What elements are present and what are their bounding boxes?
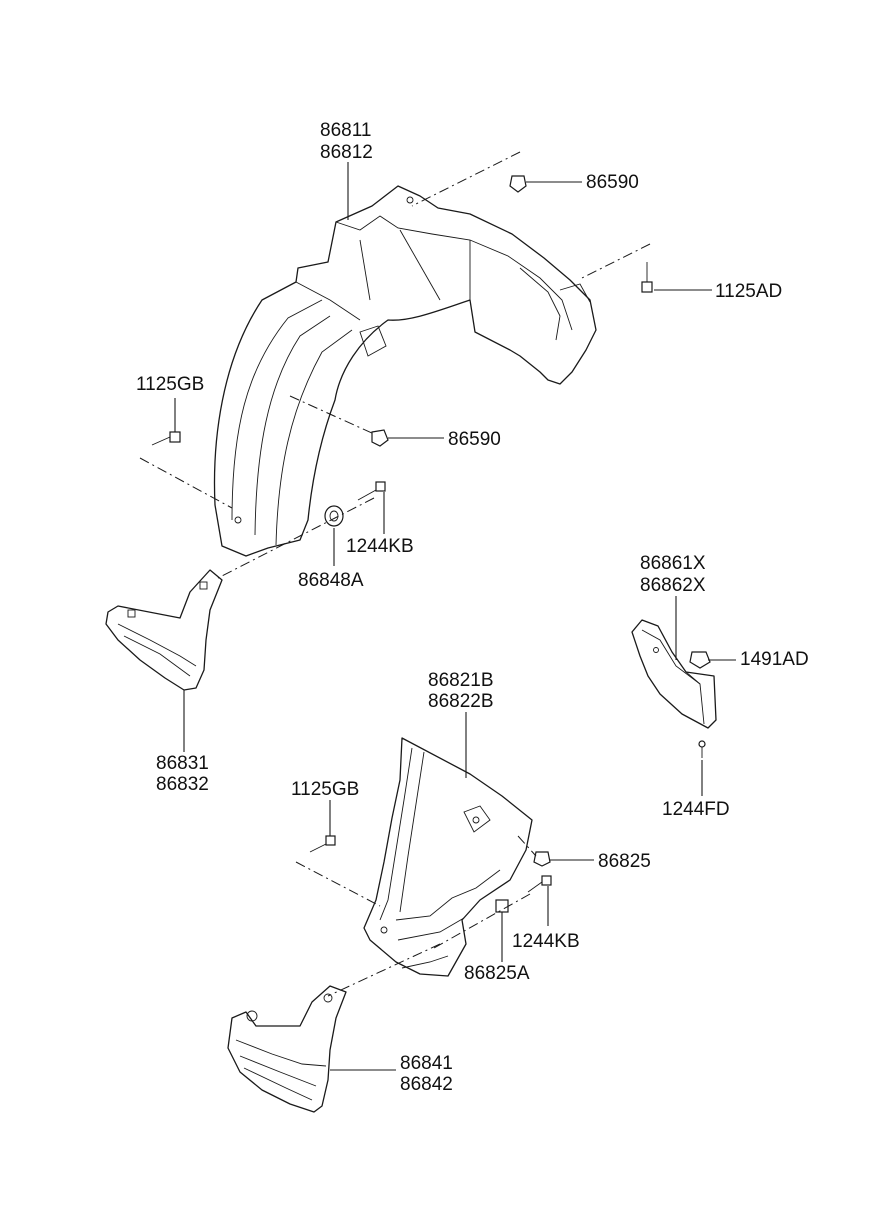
label-1125AD: 1125AD bbox=[715, 281, 782, 302]
assembly-lines bbox=[139, 151, 651, 997]
label-1244KB-lower: 1244KB bbox=[512, 931, 580, 952]
leader-lines bbox=[174, 162, 736, 1071]
rear-wheel-guard bbox=[363, 737, 533, 977]
label-86590-mid: 86590 bbox=[448, 429, 501, 450]
label-86590-top: 86590 bbox=[586, 172, 639, 193]
label-86825A: 86825A bbox=[464, 963, 530, 984]
label-86861X: 86861X bbox=[640, 553, 706, 574]
part-labels: 86811 86812 86590 1125AD 1125GB 86590 12… bbox=[136, 120, 809, 1095]
front-wheel-guard bbox=[213, 185, 597, 557]
label-1244KB-upper: 1244KB bbox=[346, 536, 414, 557]
label-1244FD: 1244FD bbox=[662, 799, 730, 820]
label-86811: 86811 bbox=[320, 120, 371, 141]
label-86848A: 86848A bbox=[298, 570, 364, 591]
fasteners bbox=[151, 175, 711, 913]
front-mud-guard bbox=[105, 569, 223, 691]
label-1125GB-lower: 1125GB bbox=[291, 779, 359, 800]
side-bracket bbox=[631, 619, 717, 729]
label-86841: 86841 bbox=[400, 1053, 453, 1074]
rear-mud-guard bbox=[227, 985, 347, 1113]
label-86842: 86842 bbox=[400, 1074, 453, 1095]
label-86812: 86812 bbox=[320, 142, 373, 163]
label-86822B: 86822B bbox=[428, 691, 494, 712]
label-86831: 86831 bbox=[156, 753, 209, 774]
label-86825: 86825 bbox=[598, 851, 651, 872]
label-86832: 86832 bbox=[156, 774, 209, 795]
label-86862X: 86862X bbox=[640, 575, 706, 596]
label-86821B: 86821B bbox=[428, 670, 494, 691]
label-1491AD: 1491AD bbox=[740, 649, 809, 670]
label-1125GB-upper: 1125GB bbox=[136, 374, 204, 395]
